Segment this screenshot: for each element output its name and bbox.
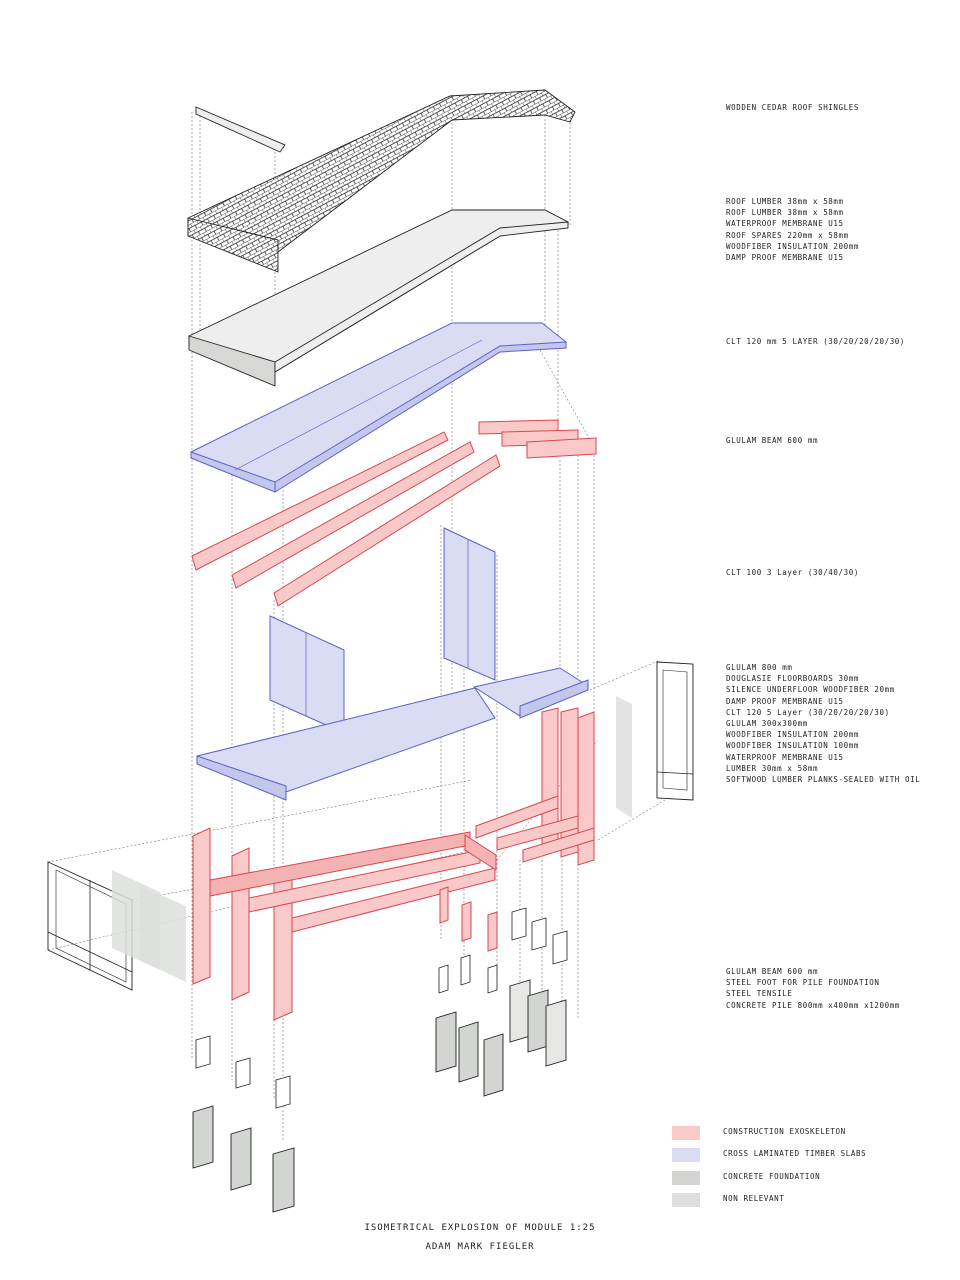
label-roof-line: ROOF LUMBER 38mm x 58mm <box>726 208 844 218</box>
non-relevant-frames <box>47 661 694 991</box>
label-floor-line: SOFTWOOD LUMBER PLANKS-SEALED WITH OIL <box>726 775 921 785</box>
roof-shingles <box>187 89 576 273</box>
legend-swatch <box>672 1148 700 1162</box>
label-roof-line: ROOF LUMBER 38mm x 58mm <box>726 197 844 206</box>
label-roof-line: WOODFIBER INSULATION 200mm <box>726 241 859 251</box>
label-foundation-line: STEEL FOOT FOR PILE FOUNDATION <box>726 978 880 988</box>
label-floor-line: GLULAM 300x300mm <box>726 719 808 729</box>
clt-roof-slab <box>190 322 568 493</box>
label-floor-line: WATERPROOF MEMBRANE U15 <box>726 752 844 762</box>
label-floor-line: GLULAM 800 mm <box>726 663 793 672</box>
label-floor-line: WOODFIBER INSULATION 200mm <box>726 730 859 740</box>
projection-lines <box>47 95 666 1140</box>
label-foundation-line: STEEL TENSILE <box>726 989 793 999</box>
caption-author: ADAM MARK FIEGLER <box>425 1242 535 1252</box>
legend-label: CONSTRUCTION EXOSKELETON <box>723 1127 846 1136</box>
label-floor-line: DOUGLASIE FLOORBOARDS 30mm <box>726 674 859 684</box>
label-foundation-line: CONCRETE PILE 800mm x400mm x1200mm <box>726 1000 900 1010</box>
label-foundation-line: GLULAM BEAM 600 mm <box>726 967 819 976</box>
legend-swatch <box>672 1193 700 1207</box>
label-floor-line: WOODFIBER INSULATION 100mm <box>726 741 859 751</box>
label-roof-line: DAMP PROOF MEMBRANE U15 <box>726 253 844 263</box>
label-roof-buildup: ROOF LUMBER 38mm x 58mm ROOF LUMBER 38mm… <box>726 196 859 263</box>
roof-buildup-layer <box>188 209 570 387</box>
label-floor-buildup: GLULAM 800 mm DOUGLASIE FLOORBOARDS 30mm… <box>726 662 920 785</box>
label-roof-line: WATERPROOF MEMBRANE U15 <box>726 219 844 229</box>
label-clt-roof: CLT 120 mm 5 LAYER (30/20/20/20/30) <box>726 337 906 346</box>
legend-swatch <box>672 1171 700 1185</box>
label-floor-line: SILENCE UNDERFLOOR WOODFIBER 20mm <box>726 685 895 695</box>
clt-floor-slab <box>196 667 590 801</box>
label-floor-line: LUMBER 30mm x 58mm <box>726 763 819 773</box>
label-floor-line: CLT 120 5 Layer (30/20/20/20/30) <box>726 707 890 717</box>
steel-feet <box>195 907 568 1109</box>
caption-title: ISOMETRICAL EXPLOSION OF MODULE 1:25 <box>364 1223 596 1233</box>
concrete-piles <box>192 979 567 1213</box>
glulam-exoskeleton-frame <box>192 707 595 1021</box>
label-floor-line: DAMP PROOF MEMBRANE U15 <box>726 696 844 706</box>
label-roof-line: ROOF SPARES 220mm x 58mm <box>726 230 849 240</box>
legend-swatch <box>672 1126 700 1140</box>
label-clt-walls: CLT 100 3 Layer (30/40/30) <box>726 568 859 577</box>
legend-label: CONCRETE FOUNDATION <box>723 1172 821 1181</box>
legend-label: NON RELEVANT <box>723 1194 785 1203</box>
legend-label: CROSS LAMINATED TIMBER SLABS <box>723 1149 867 1158</box>
label-foundation: GLULAM BEAM 600 mm STEEL FOOT FOR PILE F… <box>726 966 900 1011</box>
label-glulam-roof: GLULAM BEAM 600 mm <box>726 436 819 445</box>
glulam-roof-beams <box>191 419 597 607</box>
label-roof-shingles: WODDEN CEDAR ROOF SHINGLES <box>726 103 859 112</box>
